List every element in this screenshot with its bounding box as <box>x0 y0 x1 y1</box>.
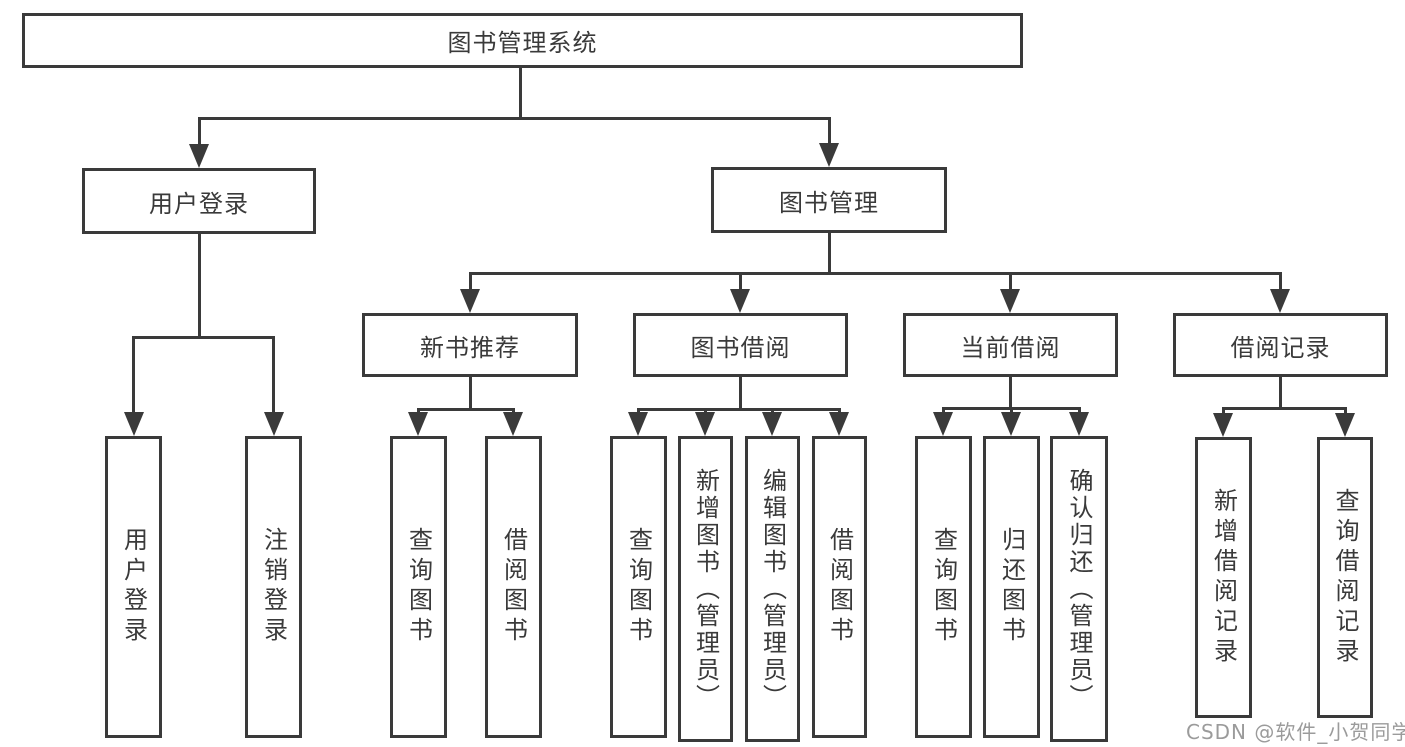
connector-line <box>1222 407 1347 410</box>
leaf-borrow-books: 借阅图书 <box>485 436 542 738</box>
node-book-borrowing: 图书借阅 <box>633 313 848 377</box>
arrow-down-icon <box>933 412 953 436</box>
arrow-down-icon <box>762 412 782 436</box>
arrow-down-icon <box>1335 413 1355 437</box>
connector-line <box>132 336 135 415</box>
leaf-user-login: 用户登录 <box>105 436 162 738</box>
connector-line <box>1279 377 1282 409</box>
connector-line <box>198 234 201 339</box>
node-current-borrowing: 当前借阅 <box>903 313 1118 377</box>
leaf-add-borrow-record: 新增借阅记录 <box>1195 437 1252 718</box>
leaf-confirm-return-admin: 确认归还（管理员） <box>1050 436 1108 742</box>
arrow-down-icon <box>1270 289 1290 313</box>
leaf-query-books: 查询图书 <box>390 436 447 738</box>
leaf-query-books: 查询图书 <box>610 436 667 738</box>
node-library-management-system: 图书管理系统 <box>22 13 1023 68</box>
arrow-down-icon <box>730 289 750 313</box>
leaf-add-books-admin: 新增图书（管理员） <box>678 436 733 742</box>
arrow-down-icon <box>1001 412 1021 436</box>
arrow-down-icon <box>503 412 523 436</box>
arrow-down-icon <box>819 143 839 167</box>
connector-line <box>1009 272 1012 292</box>
arrow-down-icon <box>124 412 144 436</box>
arrow-down-icon <box>695 412 715 436</box>
connector-line <box>828 232 831 275</box>
connector-line <box>132 336 275 339</box>
arrow-down-icon <box>1213 413 1233 437</box>
arrow-down-icon <box>408 412 428 436</box>
leaf-return-books: 归还图书 <box>983 436 1040 738</box>
node-new-book-recommend: 新书推荐 <box>362 313 578 377</box>
connector-line <box>198 117 201 147</box>
arrow-down-icon <box>829 412 849 436</box>
arrow-down-icon <box>1000 289 1020 313</box>
node-book-management: 图书管理 <box>711 167 947 233</box>
leaf-borrow-books: 借阅图书 <box>812 436 867 738</box>
csdn-watermark: CSDN @软件_小贺同学 <box>1186 720 1405 744</box>
connector-line <box>739 377 742 410</box>
leaf-logout: 注销登录 <box>245 436 302 738</box>
arrow-down-icon <box>460 289 480 313</box>
arrow-down-icon <box>264 412 284 436</box>
node-user-login: 用户登录 <box>82 168 316 234</box>
leaf-query-borrow-record: 查询借阅记录 <box>1317 437 1373 718</box>
connector-line <box>828 117 831 146</box>
arrow-down-icon <box>1069 412 1089 436</box>
arrow-down-icon <box>189 144 209 168</box>
node-borrowing-records: 借阅记录 <box>1173 313 1388 377</box>
leaf-query-books: 查询图书 <box>915 436 972 738</box>
connector-line <box>1009 377 1012 409</box>
arrow-down-icon <box>628 412 648 436</box>
connector-line <box>1279 272 1282 292</box>
connector-line <box>739 272 742 292</box>
connector-line <box>637 408 841 411</box>
leaf-edit-books-admin: 编辑图书（管理员） <box>745 436 800 742</box>
connector-line <box>272 336 275 415</box>
connector-line <box>469 272 1281 275</box>
connector-line <box>519 67 522 119</box>
connector-line <box>417 408 515 411</box>
connector-line <box>469 272 472 292</box>
connector-line <box>469 377 472 410</box>
connector-line <box>198 117 831 120</box>
